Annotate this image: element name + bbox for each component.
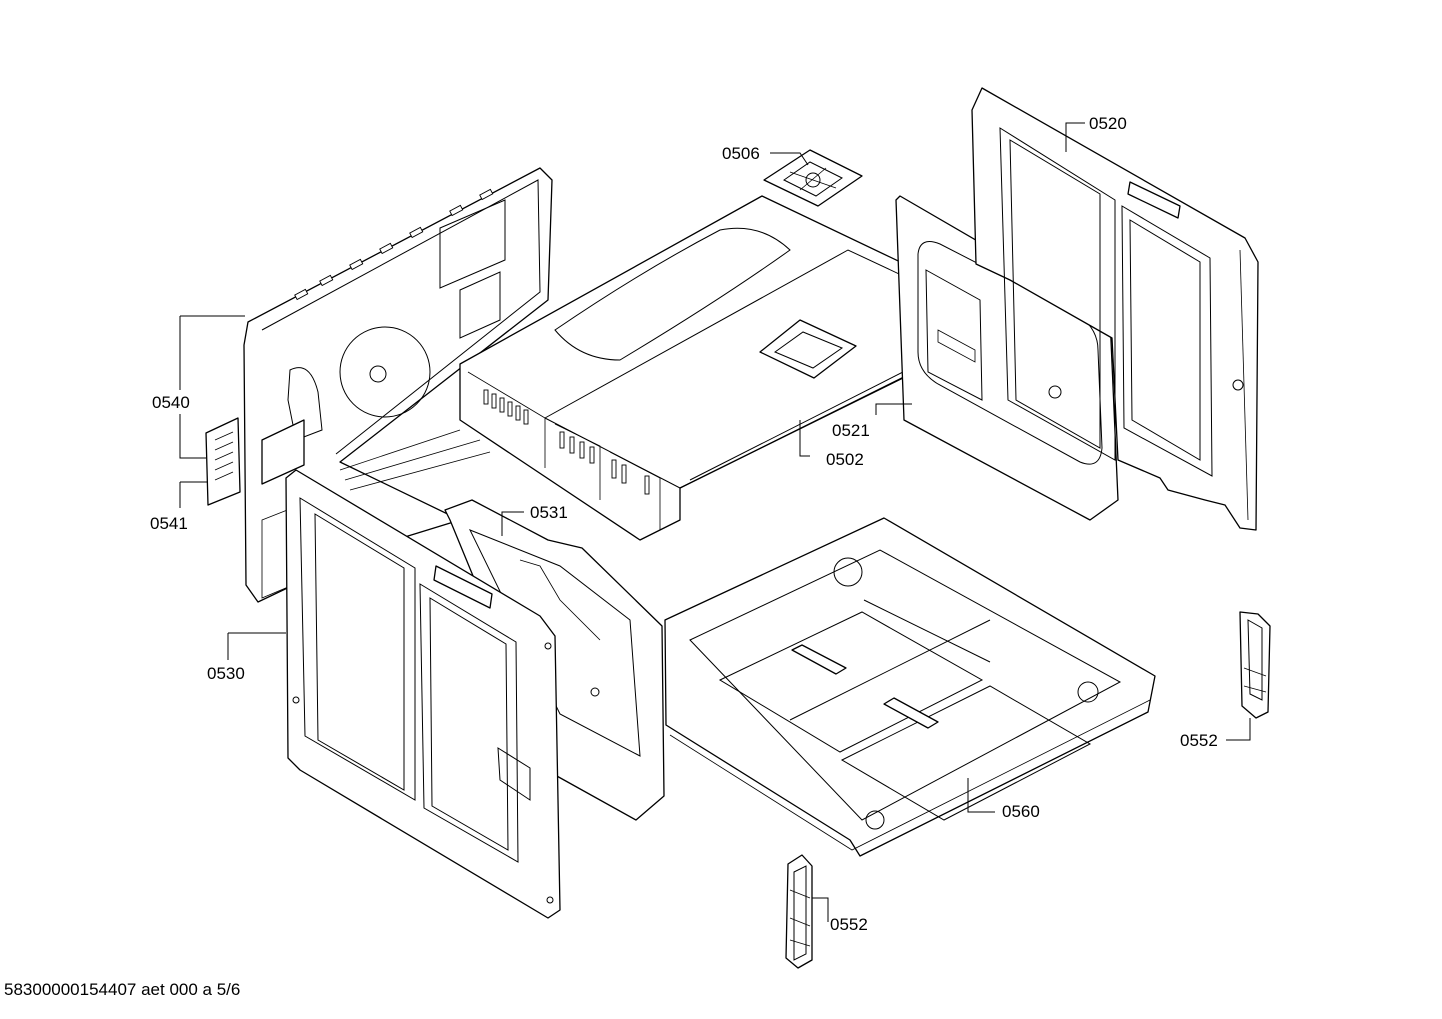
front-frame-0530 [285,469,561,919]
label-0521: 0521 [832,421,870,440]
label-0531: 0531 [530,503,568,522]
leader-lines [179,122,1251,922]
cavity-vent-slots [483,389,650,495]
label-0552-right: 0552 [1180,731,1218,750]
label-0520: 0520 [1089,114,1127,133]
label-0530: 0530 [207,664,245,683]
grille-plate-0541 [205,417,305,506]
label-0506: 0506 [722,144,760,163]
part-labels: 0506 0520 0540 0521 0502 0541 0531 0530 … [150,114,1218,934]
label-0541: 0541 [150,514,188,533]
hinge-bracket-0552-bottom [785,854,813,969]
document-footer-code: 58300000154407 aet 000 a 5/6 [4,980,241,999]
fan-cover-0506 [763,149,863,207]
label-0502: 0502 [826,450,864,469]
vent-slots-top [294,188,494,301]
label-0552-bottom: 0552 [830,915,868,934]
label-0540: 0540 [152,393,190,412]
frame-holes [292,642,554,904]
hinge-bracket-0552-right [1239,611,1271,719]
bottom-pan-0560 [664,517,1156,857]
rear-outer-panel-0520 [971,87,1259,531]
label-0560: 0560 [1002,802,1040,821]
